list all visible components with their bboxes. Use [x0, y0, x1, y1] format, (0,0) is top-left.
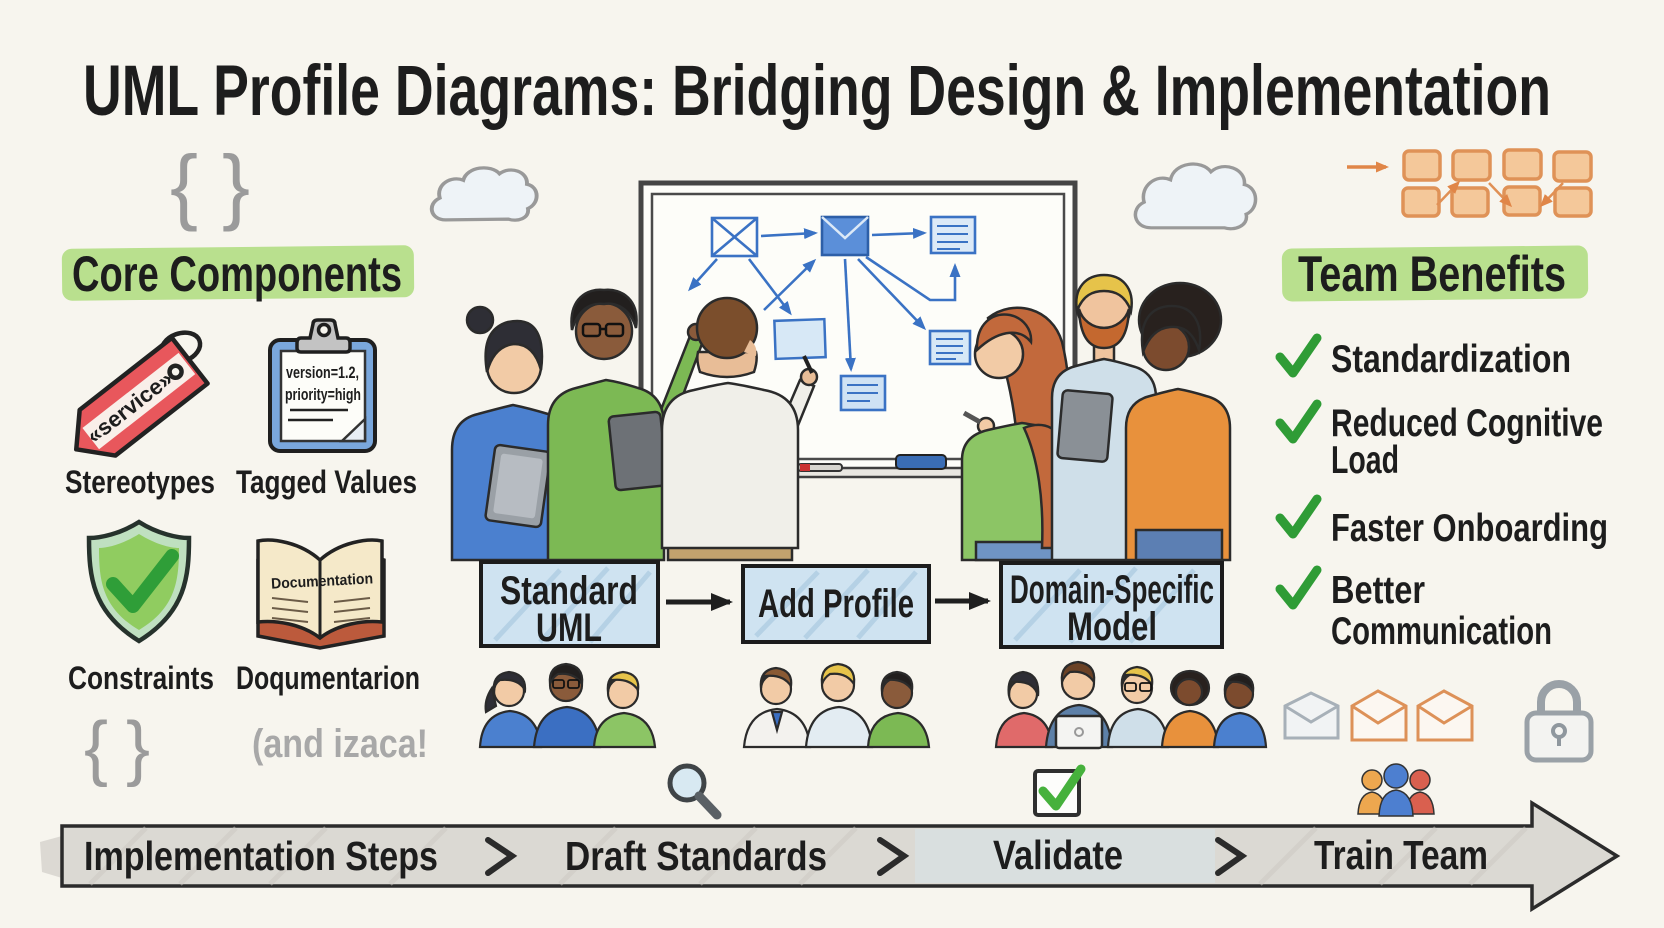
svg-text:Core Components: Core Components [72, 246, 402, 302]
svg-text:Reduced Cognitive: Reduced Cognitive [1331, 402, 1603, 445]
svg-text:priority=high: priority=high [285, 385, 361, 404]
svg-text:Doqumentarion: Doqumentarion [236, 660, 420, 696]
svg-text:Validate: Validate [993, 832, 1123, 878]
svg-text:Implementation Steps: Implementation Steps [84, 833, 438, 879]
svg-text:Documentation: Documentation [271, 570, 374, 592]
svg-text:UML: UML [536, 606, 602, 650]
svg-text:Team Benefits: Team Benefits [1298, 246, 1566, 302]
svg-text:Tagged Values: Tagged Values [236, 464, 417, 500]
svg-text:Stereotypes: Stereotypes [65, 464, 215, 500]
svg-text:Standardization: Standardization [1331, 338, 1571, 381]
svg-text:Standard: Standard [500, 569, 638, 613]
svg-text:Communication: Communication [1331, 610, 1552, 653]
svg-text:version=1.2,: version=1.2, [286, 363, 359, 382]
svg-text:}: } [222, 138, 250, 232]
svg-text:Faster Onboarding: Faster Onboarding [1331, 507, 1608, 550]
svg-text:Train Team: Train Team [1314, 832, 1488, 878]
svg-text:}: } [126, 708, 150, 788]
svg-text:Add Profile: Add Profile [758, 582, 914, 626]
svg-text:(and izaca!: (and izaca! [252, 722, 428, 766]
svg-text:Better: Better [1331, 569, 1425, 612]
svg-text:{: { [170, 138, 198, 232]
svg-text:Load: Load [1331, 439, 1399, 482]
svg-text:Domain-Specific: Domain-Specific [1010, 568, 1214, 612]
svg-text:UML Profile Diagrams: Bridging: UML Profile Diagrams: Bridging Design & … [83, 52, 1551, 131]
svg-text:{: { [84, 708, 108, 788]
svg-text:Model: Model [1067, 605, 1157, 649]
svg-text:Draft Standards: Draft Standards [565, 833, 827, 879]
svg-text:Constraints: Constraints [68, 660, 214, 696]
